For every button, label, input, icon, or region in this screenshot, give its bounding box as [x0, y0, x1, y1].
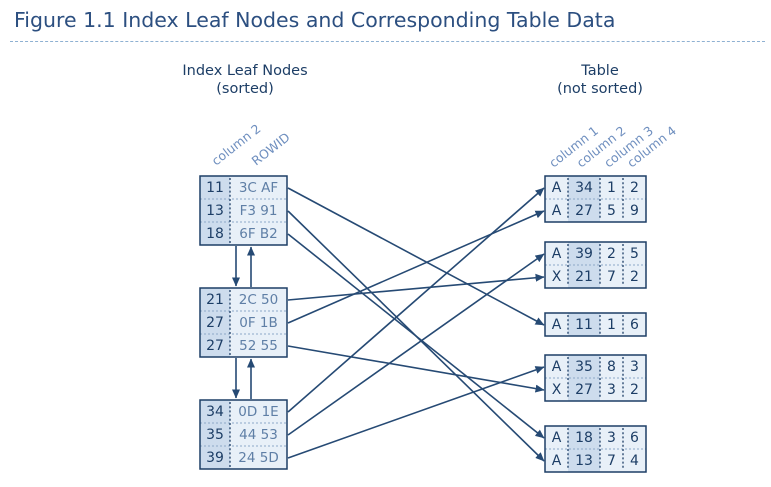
table-cell: 11: [575, 317, 593, 333]
table-cell: 2: [630, 180, 639, 196]
rowid-pointer-arrow: [287, 233, 545, 439]
table-cell: A: [552, 203, 562, 219]
table-cell: 27: [575, 382, 593, 398]
title-divider: [10, 41, 765, 42]
index-key: 34: [206, 404, 224, 420]
table-cell: 1: [607, 180, 616, 196]
table-cell: 2: [630, 269, 639, 285]
table-cell: A: [552, 180, 562, 196]
table-cell: 3: [607, 382, 616, 398]
index-rowid: 2C 50: [239, 292, 279, 308]
table-cell: 1: [607, 317, 616, 333]
table-cell: 18: [575, 430, 593, 446]
table-cell: 2: [630, 382, 639, 398]
index-entry: 34 0D 1E: [206, 404, 279, 420]
table-cell: 6: [630, 317, 639, 333]
index-leaf-node: 11 3C AF 13 F3 91 18 6F B2: [199, 175, 288, 246]
index-entry: 27 0F 1B: [206, 315, 278, 331]
figure-title: Figure 1.1 Index Leaf Nodes and Correspo…: [14, 8, 616, 32]
index-leaf-node: 21 2C 50 27 0F 1B 27 52 55: [199, 287, 288, 358]
index-key: 27: [206, 338, 224, 354]
index-rowid: 24 5D: [238, 450, 278, 466]
table-cell: A: [552, 246, 562, 262]
table-cell: 13: [575, 453, 593, 469]
index-rowid: F3 91: [240, 203, 278, 219]
table-cell: 4: [630, 453, 639, 469]
rowid-pointer-arrow: [287, 187, 545, 326]
table-cell: 21: [575, 269, 593, 285]
table-cell: 27: [575, 203, 593, 219]
table-cell: X: [552, 382, 562, 398]
index-entry: 39 24 5D: [206, 450, 279, 466]
table-cell: A: [552, 430, 562, 446]
table-cell: 3: [607, 430, 616, 446]
index-key: 18: [206, 226, 224, 242]
table-cell: 3: [630, 359, 639, 375]
index-rowid: 0F 1B: [239, 315, 278, 331]
table-cell: 2: [607, 246, 616, 262]
index-entry: 13 F3 91: [206, 203, 277, 219]
rowid-pointer-arrow: [287, 345, 545, 393]
index-entry: 27 52 55: [206, 338, 278, 354]
rowid-pointer-arrow: [287, 187, 545, 413]
index-rowid: 0D 1E: [238, 404, 278, 420]
index-rowid: 6F B2: [239, 226, 278, 242]
index-rowid: 52 55: [239, 338, 278, 354]
table-cell: 5: [607, 203, 616, 219]
index-key: 35: [206, 427, 224, 443]
table-cell: 5: [630, 246, 639, 262]
rowid-pointer-arrow: [287, 366, 545, 459]
table-cell: 8: [607, 359, 616, 375]
table-section-subtitle: (not sorted): [557, 81, 643, 97]
index-section-title: Index Leaf Nodes: [182, 63, 307, 79]
table-cell: 39: [575, 246, 593, 262]
index-entry: 35 44 53: [206, 427, 278, 443]
table-cell: A: [552, 453, 562, 469]
table-cell: 9: [630, 203, 639, 219]
rowid-pointer-arrow: [287, 273, 545, 301]
index-key: 11: [206, 180, 224, 196]
table-section-title: Table: [580, 63, 619, 79]
table-cell: 7: [607, 269, 616, 285]
table-cell: 6: [630, 430, 639, 446]
index-section-subtitle: (sorted): [216, 81, 274, 97]
index-rowid: 3C AF: [239, 180, 278, 196]
table-cell: A: [552, 317, 562, 333]
index-key: 39: [206, 450, 224, 466]
index-key: 27: [206, 315, 224, 331]
index-rowid: 44 53: [239, 427, 278, 443]
table-cell: 34: [575, 180, 593, 196]
index-key: 21: [206, 292, 224, 308]
table-cell: 7: [607, 453, 616, 469]
index-entry: 18 6F B2: [206, 226, 278, 242]
rowid-pointer-arrow: [287, 253, 545, 436]
rowid-pointer-arrow: [287, 210, 545, 324]
index-key: 13: [206, 203, 224, 219]
index-entry: 21 2C 50: [206, 292, 278, 308]
index-entry: 11 3C AF: [206, 180, 278, 196]
index-leaf-node: 34 0D 1E 35 44 53 39 24 5D: [199, 399, 288, 470]
table-cell: X: [552, 269, 562, 285]
table-cell: 35: [575, 359, 593, 375]
table-cell: A: [552, 359, 562, 375]
